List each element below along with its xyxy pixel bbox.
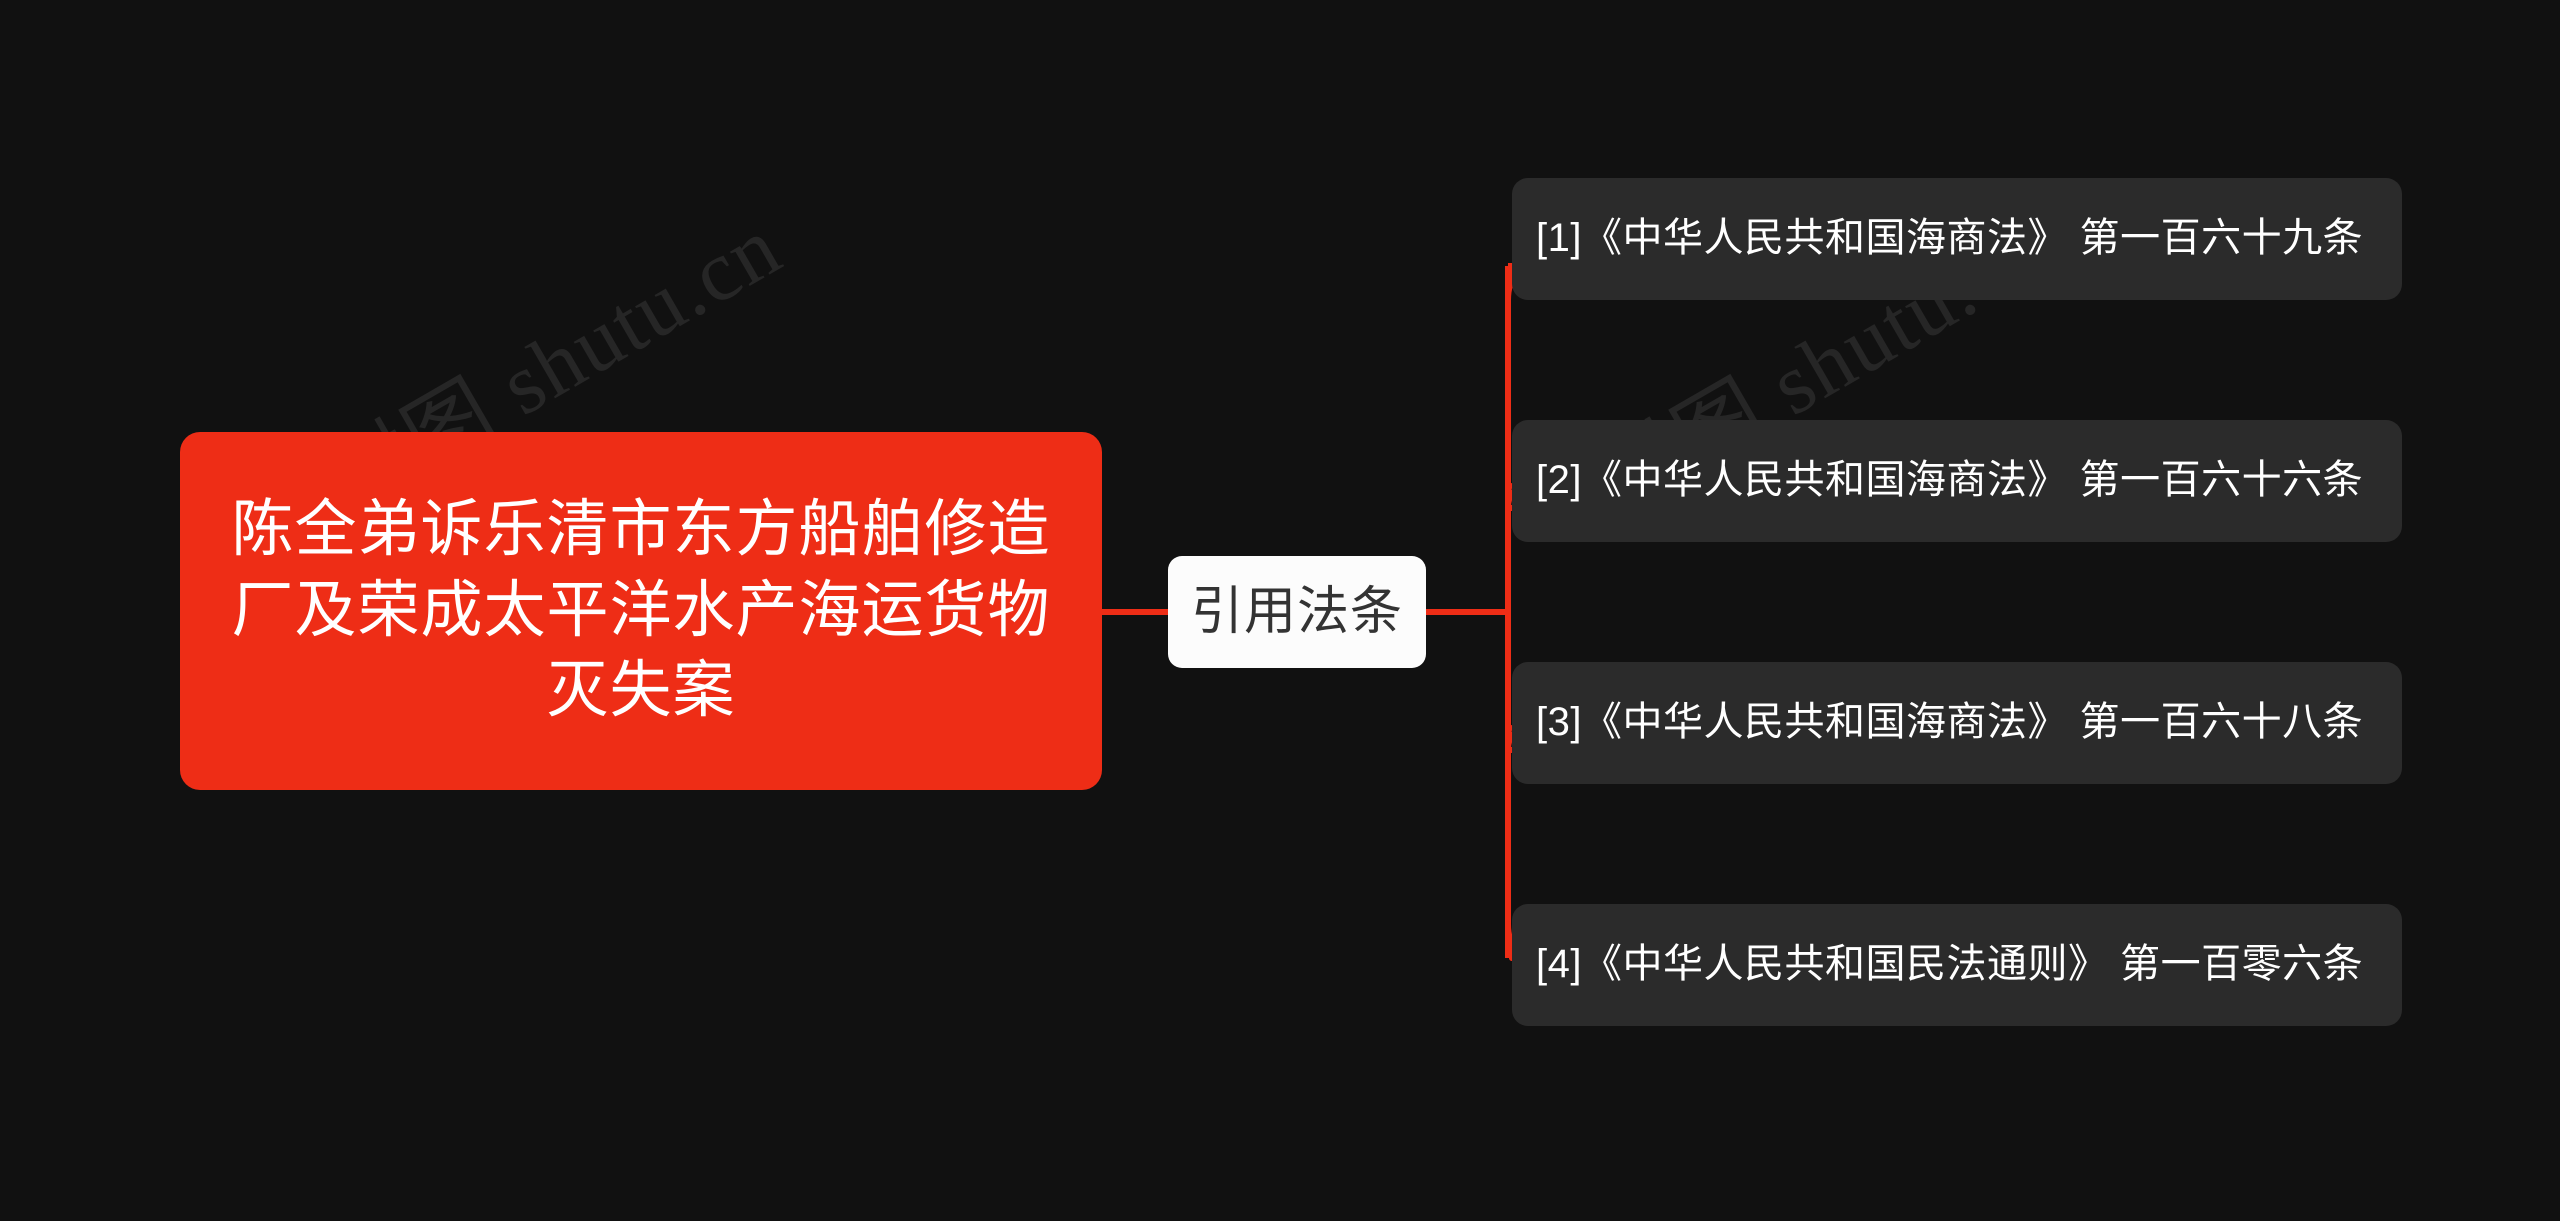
leaf-node-3[interactable]: [3]《中华人民共和国海商法》 第一百六十八条 xyxy=(1512,662,2402,784)
leaf-node-1-label: [1]《中华人民共和国海商法》 第一百六十九条 xyxy=(1536,216,2364,261)
root-node[interactable]: 陈全弟诉乐清市东方船舶修造厂及荣成太平洋水产海运货物灭失案 xyxy=(180,432,1102,790)
leaf-node-2[interactable]: [2]《中华人民共和国海商法》 第一百六十六条 xyxy=(1512,420,2402,542)
branch-node-label: 引用法条 xyxy=(1190,582,1403,641)
leaf-node-3-label: [3]《中华人民共和国海商法》 第一百六十八条 xyxy=(1536,700,2364,745)
root-node-label: 陈全弟诉乐清市东方船舶修造厂及荣成太平洋水产海运货物灭失案 xyxy=(231,495,1051,726)
leaf-node-4-label: [4]《中华人民共和国民法通则》 第一百零六条 xyxy=(1536,942,2364,987)
leaf-node-2-label: [2]《中华人民共和国海商法》 第一百六十六条 xyxy=(1536,458,2364,503)
leaf-node-1[interactable]: [1]《中华人民共和国海商法》 第一百六十九条 xyxy=(1512,178,2402,300)
leaf-node-4[interactable]: [4]《中华人民共和国民法通则》 第一百零六条 xyxy=(1512,904,2402,1026)
branch-node-cited-laws[interactable]: 引用法条 xyxy=(1168,556,1426,668)
